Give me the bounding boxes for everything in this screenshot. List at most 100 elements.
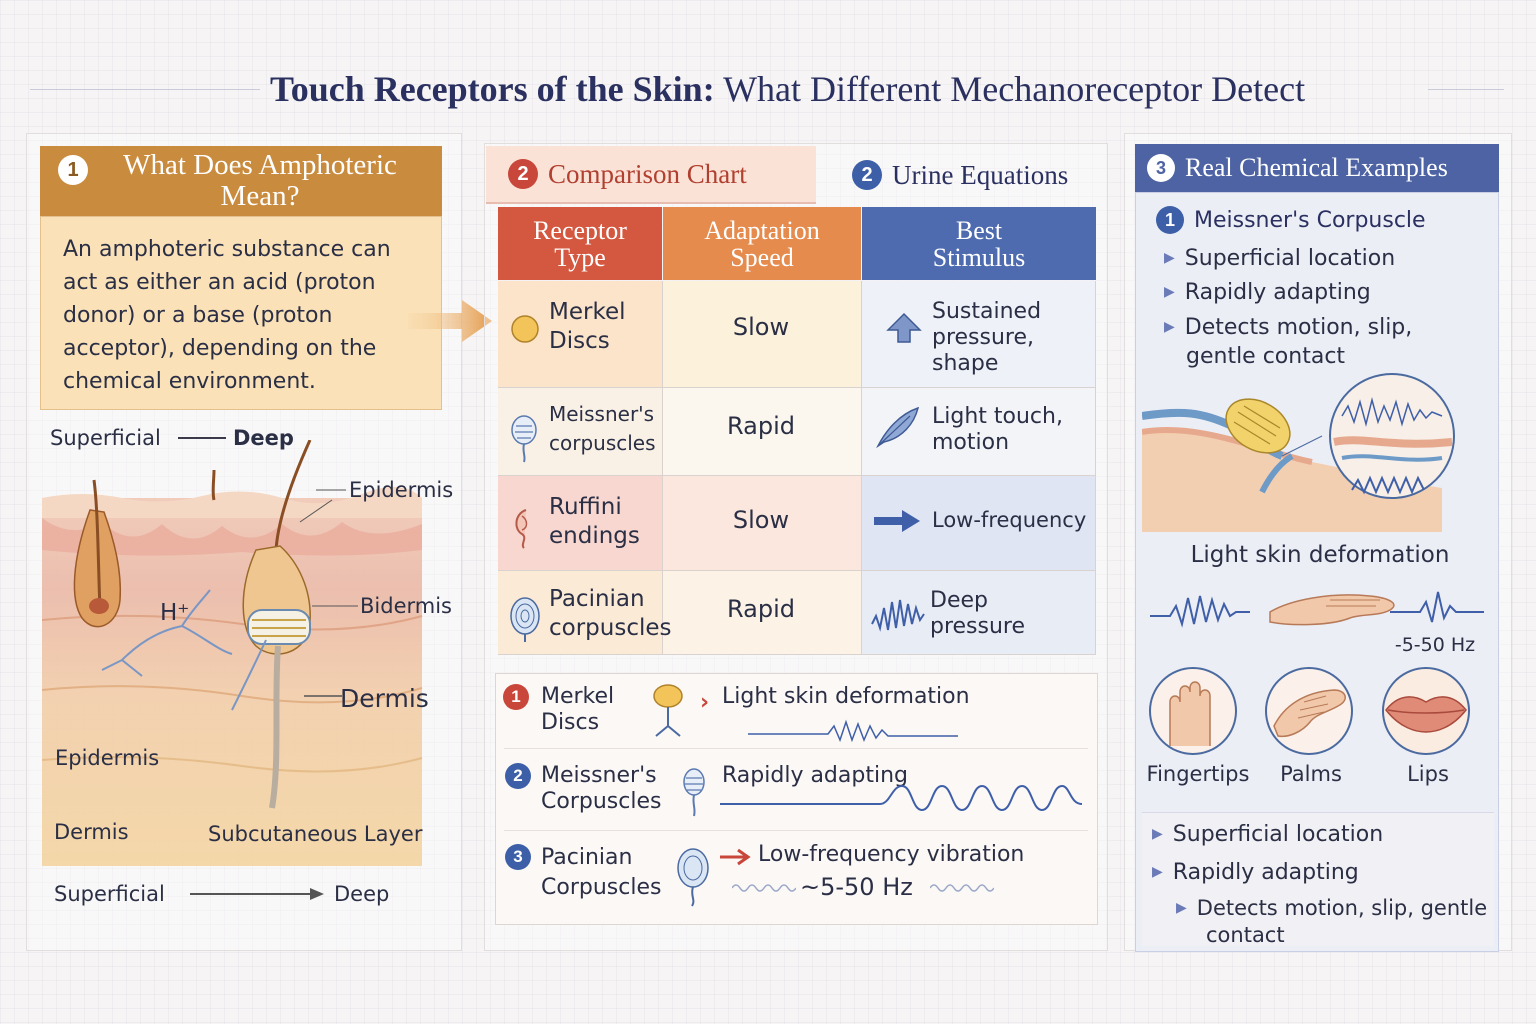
bullet-triangle-icon: ▶ bbox=[1152, 826, 1163, 842]
row-stimulus-ruffini: Low-frequency bbox=[932, 508, 1087, 532]
meissner-subheading: 1 Meissner's Corpuscle bbox=[1156, 206, 1426, 234]
summary-number-merkel: 1 bbox=[503, 684, 529, 710]
row-stimulus-merkel: Sustained pressure, shape bbox=[932, 299, 1042, 376]
scale-top-line bbox=[178, 437, 226, 439]
fingertips-circle-icon bbox=[1149, 667, 1237, 755]
top-bullet-1: ▶ Superficial location bbox=[1164, 244, 1494, 273]
summary-name-meissner: Meissner's Corpuscles bbox=[541, 763, 662, 814]
label-dermis-right: Dermis bbox=[340, 684, 429, 713]
right-arrow-icon bbox=[408, 300, 492, 342]
comparison-tab-label: Comparison Chart bbox=[548, 158, 747, 189]
page-title: Touch Receptors of the Skin: What Differ… bbox=[270, 68, 1430, 110]
top-bullet-2: ▶ Rapidly adapting bbox=[1164, 278, 1494, 307]
tab-comparison-chart[interactable]: 2 Comparison Chart bbox=[486, 146, 816, 204]
bullet-triangle-icon: ▶ bbox=[1164, 250, 1175, 266]
bottom-bullet-2-text: Rapidly adapting bbox=[1172, 860, 1359, 885]
summary-name-pacinian: Pacinian Corpuscles bbox=[541, 845, 662, 900]
label-epidermis-left: Epidermis bbox=[55, 746, 160, 770]
row-ruffini-speed bbox=[663, 476, 862, 571]
summary-number-pacinian: 3 bbox=[505, 844, 531, 870]
scale-bottom-superficial: Superficial bbox=[54, 882, 165, 906]
bottom-bullet-2: ▶ Rapidly adapting bbox=[1152, 858, 1492, 887]
skin-cross-section bbox=[42, 440, 423, 866]
bottom-bullet-1-text: Superficial location bbox=[1172, 822, 1384, 847]
circle-label-fingertips: Fingertips bbox=[1146, 762, 1250, 786]
header-best-stimulus-label: Best Stimulus bbox=[932, 215, 1026, 272]
pacinian-wave-left-icon bbox=[732, 884, 796, 892]
meissner-corpuscle-illustration bbox=[1142, 373, 1455, 532]
bullet-triangle-icon: ▶ bbox=[1152, 864, 1163, 880]
real-examples-number: 3 bbox=[1147, 154, 1175, 182]
real-examples-title: Real Chemical Examples bbox=[1185, 153, 1448, 182]
row-pacinian-speed bbox=[663, 571, 862, 655]
meissner-subheading-number: 1 bbox=[1156, 206, 1184, 234]
row-speed-merkel: Slow bbox=[732, 313, 790, 341]
merkel-wave-icon bbox=[748, 719, 958, 743]
bottom-bullet-1: ▶ Superficial location bbox=[1152, 820, 1492, 849]
title-rest: What Different Mechanoreceptor Detect bbox=[723, 69, 1306, 109]
summary-item-merkel: 1 bbox=[503, 684, 529, 710]
hand-vibration-illustration bbox=[1150, 591, 1484, 628]
row-speed-pacinian: Rapid bbox=[727, 595, 795, 623]
amphoteric-heading-number: 1 bbox=[58, 155, 88, 185]
scale-top-superficial: Superficial bbox=[50, 426, 161, 450]
comparison-tab-number: 2 bbox=[508, 159, 538, 189]
bullet-triangle-icon: ▶ bbox=[1164, 284, 1175, 300]
bottom-bullets-box bbox=[1142, 812, 1494, 946]
title-rule-right bbox=[1428, 89, 1504, 90]
ruffini-ending-icon bbox=[515, 509, 528, 549]
real-examples-heading: 3 Real Chemical Examples bbox=[1135, 144, 1499, 192]
label-dermis-left: Dermis bbox=[54, 820, 129, 844]
pacinian-receptor-icon bbox=[677, 848, 709, 907]
circle-label-palms: Palms bbox=[1280, 762, 1342, 786]
summary-desc-pacinian: Low-frequency vibration bbox=[758, 842, 1025, 867]
summary-item-meissner: 2 bbox=[505, 763, 531, 789]
tab-urine-equations[interactable]: 2 Urine Equations bbox=[832, 146, 1108, 204]
top-bullet-1-text: Superficial location bbox=[1184, 246, 1396, 271]
header-receptor-type: Receptor Type bbox=[498, 207, 662, 280]
feather-icon bbox=[876, 406, 920, 448]
top-bullet-3-text: Detects motion, slip, gentle contact bbox=[1184, 315, 1413, 369]
title-rule-left bbox=[30, 89, 260, 90]
title-bold: Touch Receptors of the Skin: bbox=[270, 69, 715, 109]
equations-tab-number: 2 bbox=[852, 160, 882, 190]
lips-circle-icon bbox=[1382, 667, 1470, 755]
summary-divider-1 bbox=[504, 748, 1088, 749]
up-arrow-icon bbox=[886, 312, 922, 343]
summary-chevron-1: › bbox=[700, 690, 710, 715]
summary-desc-meissner: Rapidly adapting bbox=[722, 763, 908, 788]
row-speed-meissner: Rapid bbox=[727, 412, 795, 440]
row-merkel-speed bbox=[663, 281, 862, 388]
label-epidermis-top: Epidermis bbox=[349, 478, 454, 502]
label-h-plus: H⁺ bbox=[160, 600, 190, 626]
meissner-caption: Light skin deformation bbox=[1190, 542, 1450, 568]
row-speed-ruffini: Slow bbox=[732, 506, 790, 534]
row-stimulus-pacinian: Deep pressure bbox=[930, 588, 1026, 639]
top-bullet-3: ▶Detects motion, slip, gentle contact bbox=[1164, 313, 1464, 371]
right-arrow-blue-icon bbox=[874, 510, 920, 532]
circle-label-lips: Lips bbox=[1407, 762, 1449, 786]
row-meissner-speed bbox=[663, 388, 862, 476]
scale-bottom-arrow-icon bbox=[190, 888, 324, 900]
top-bullet-2-text: Rapidly adapting bbox=[1184, 280, 1371, 305]
row-ruffini-type bbox=[498, 476, 663, 571]
meissner-wave-icon bbox=[720, 784, 1082, 812]
summary-item-pacinian: 3 bbox=[505, 844, 531, 870]
summary-desc-merkel: Light skin deformation bbox=[722, 684, 970, 709]
summary-divider-2 bbox=[504, 830, 1088, 831]
meissner-corpuscle-icon bbox=[511, 415, 537, 463]
right-freq-label: -5-50 Hz bbox=[1394, 634, 1476, 656]
scale-top-deep: Deep bbox=[233, 426, 294, 450]
bottom-bullet-3-text: Detects motion, slip, gentle contact bbox=[1196, 896, 1488, 947]
scale-bottom-deep: Deep bbox=[334, 882, 390, 906]
amphoteric-heading-text: What Does Amphoteric Mean? bbox=[123, 149, 397, 212]
summary-freq-pacinian: ~5-50 Hz bbox=[800, 873, 913, 901]
pacinian-wave-right-icon bbox=[930, 884, 994, 892]
label-bidermis: Bidermis bbox=[360, 594, 452, 618]
pacinian-corpuscle-icon bbox=[510, 597, 540, 642]
palms-circle-icon bbox=[1265, 667, 1353, 755]
merkel-disc-icon bbox=[511, 315, 539, 343]
header-best-stimulus: Best Stimulus bbox=[862, 207, 1096, 280]
label-subcutaneous: Subcutaneous Layer bbox=[208, 822, 423, 846]
equations-tab-label: Urine Equations bbox=[892, 159, 1069, 190]
